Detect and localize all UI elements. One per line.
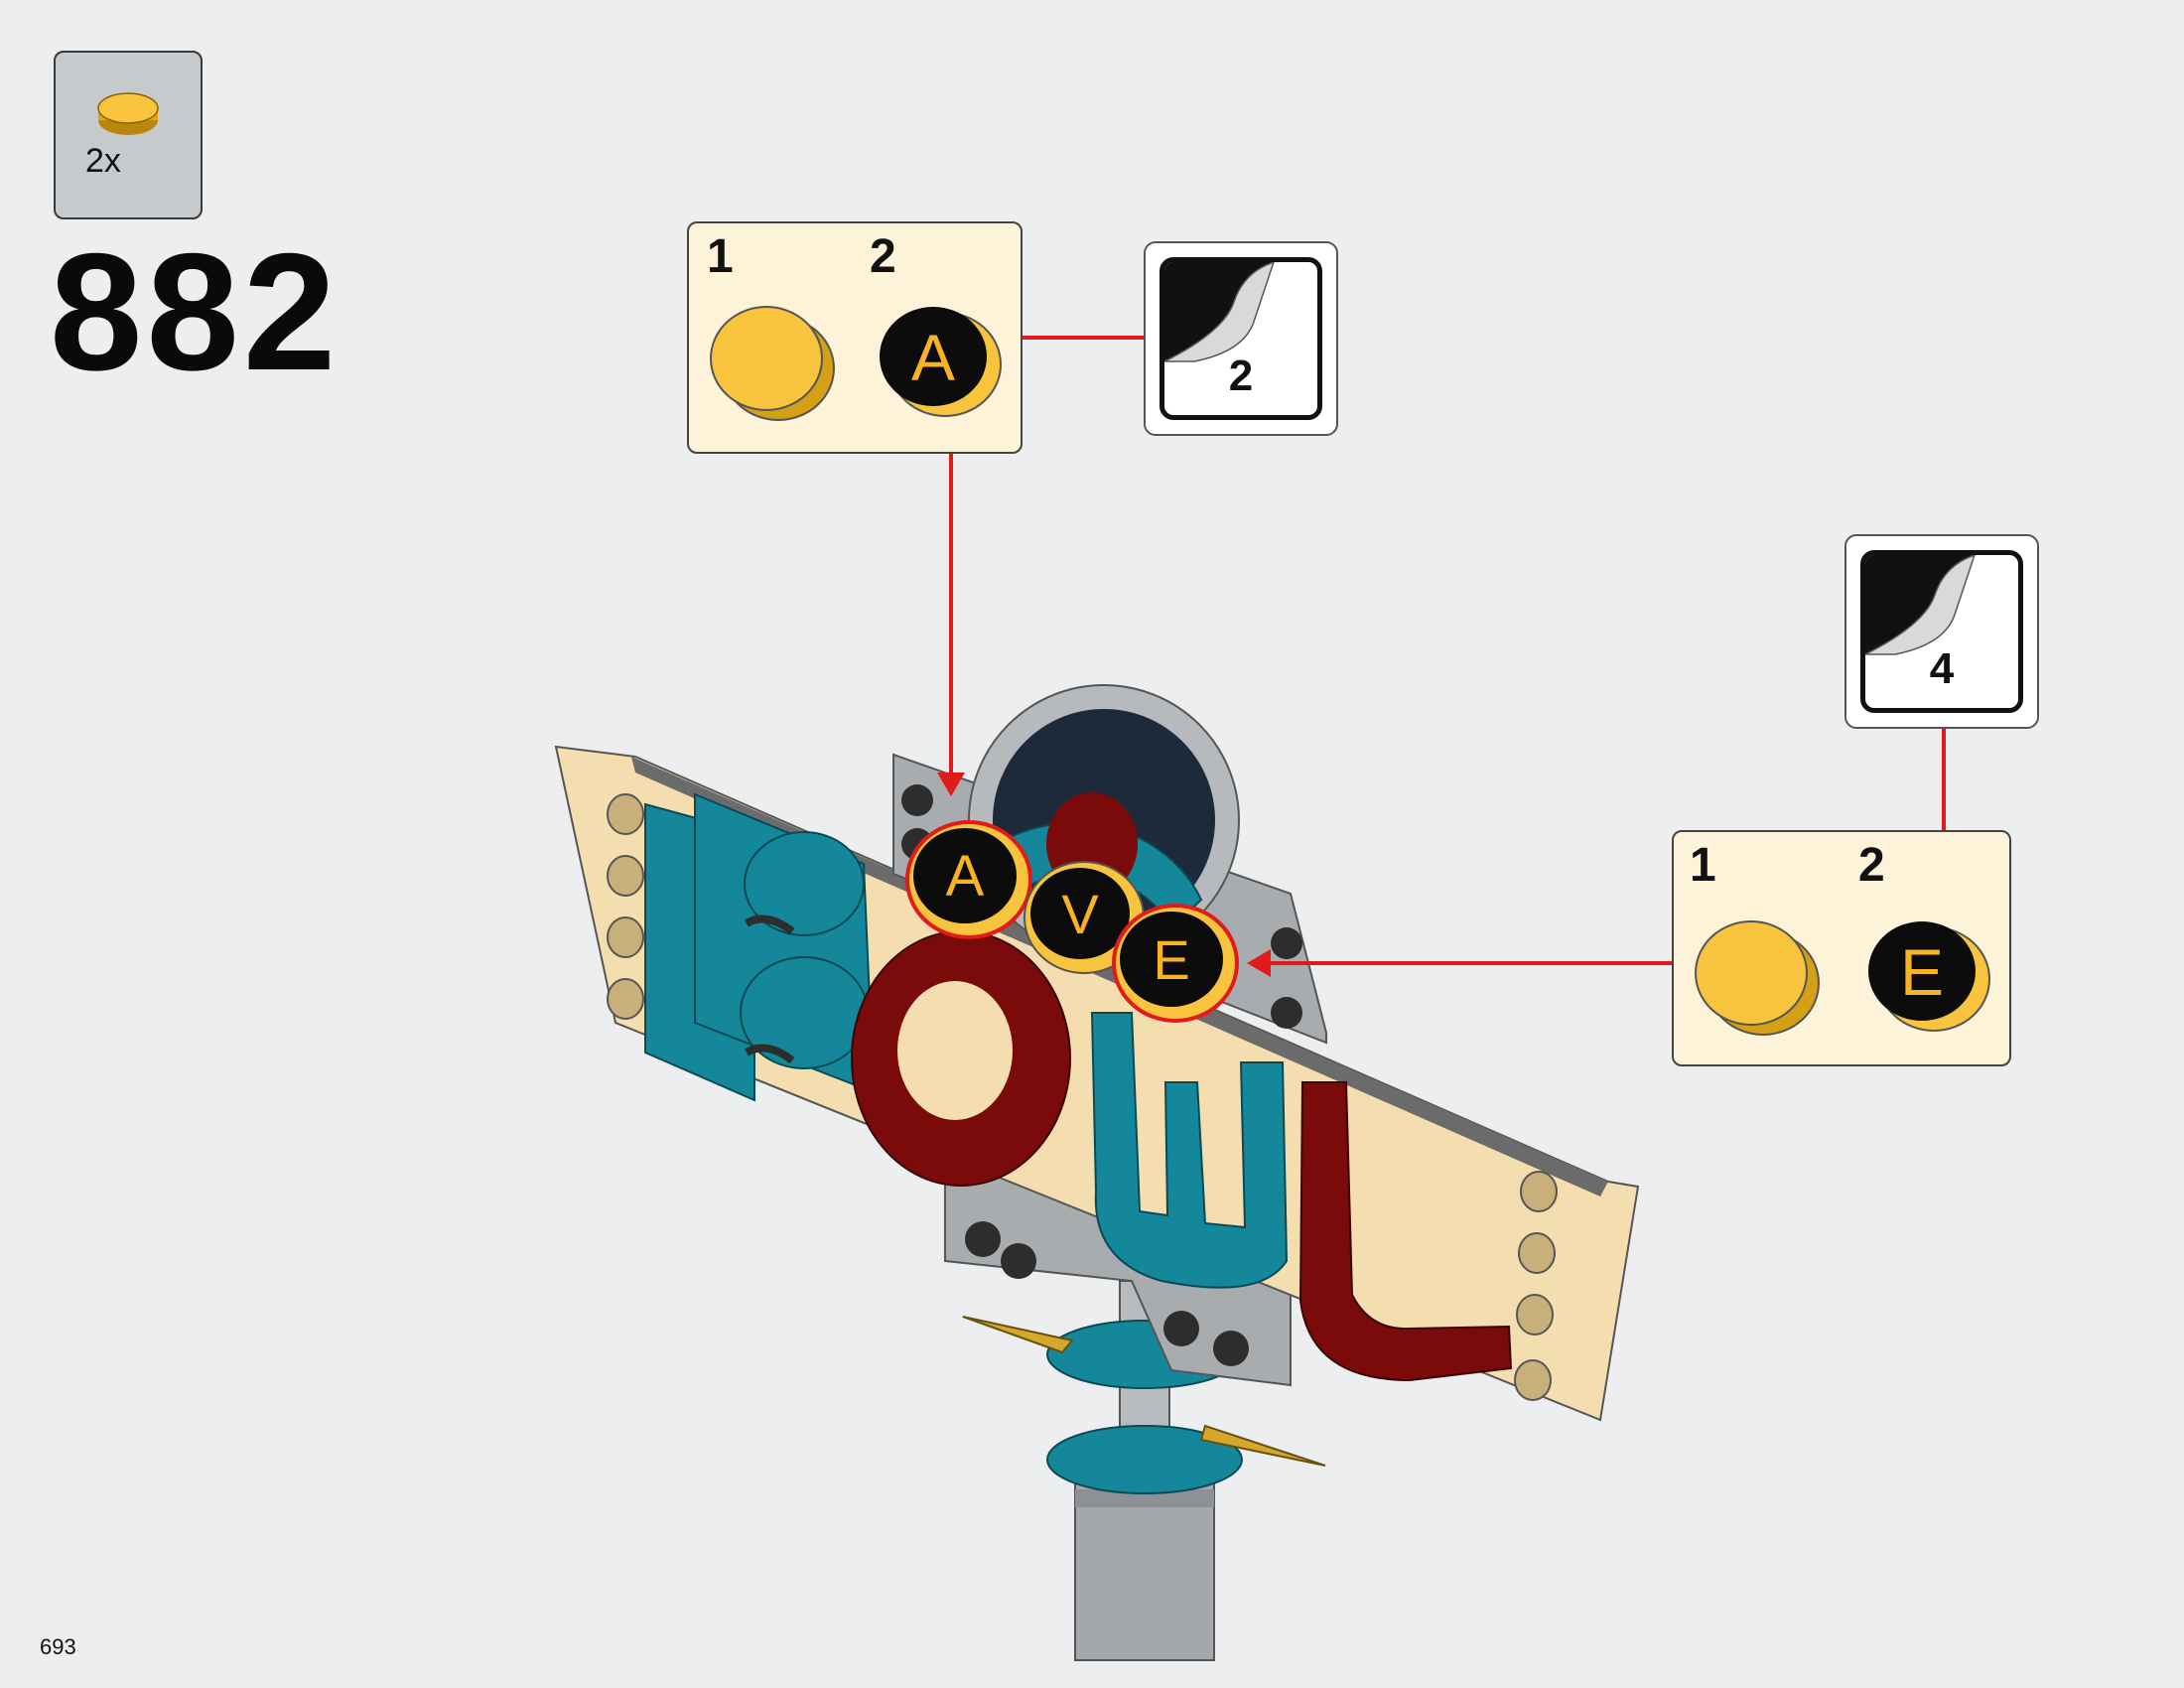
placed-letter-a: A: [946, 844, 985, 909]
callout-a-label-2: 2: [870, 230, 896, 283]
placed-letter-e: E: [1153, 928, 1189, 991]
letter-w: [1090, 1012, 1289, 1289]
part-quantity: 2x: [85, 142, 121, 180]
page-number: 693: [40, 1634, 76, 1659]
step-number: 882: [50, 218, 341, 405]
yellow-round-tile-icon: [710, 306, 835, 421]
callout-a-letter: A: [911, 321, 955, 394]
sign-pole: [962, 1280, 1326, 1661]
sticker-sheet-2: 2: [1144, 241, 1338, 436]
arrow-down-icon: [937, 773, 965, 796]
svg-text:V: V: [1061, 883, 1099, 945]
placed-tile-v: V: [1024, 861, 1145, 974]
letter-tile-a-icon: A: [880, 307, 1002, 417]
yellow-round-tile-icon: [1695, 920, 1820, 1036]
arrow-left-icon: [1247, 949, 1271, 977]
letter-tile-e-icon: E: [1868, 921, 1990, 1032]
sticker-sheet-4: 4: [1844, 534, 2039, 729]
sticker-peel-icon: [1865, 555, 1976, 655]
letter-b: [644, 792, 876, 1102]
parts-list-box: 2x: [54, 51, 203, 219]
placed-tile-e: E: [1112, 904, 1239, 1023]
callout-a: 1 2 A: [687, 221, 1023, 454]
callout-e-label-2: 2: [1858, 839, 1885, 892]
letter-l: [1298, 1081, 1513, 1382]
callout-e-letter: E: [1900, 935, 1944, 1009]
callout-e-label-1: 1: [1690, 839, 1716, 892]
sticker-number-4: 4: [1929, 644, 1955, 693]
sticker-peel-icon: [1164, 262, 1275, 362]
callout-a-label-1: 1: [707, 230, 734, 283]
callout-e: 1 2 E: [1672, 830, 2011, 1066]
placed-tile-a: A: [905, 820, 1032, 939]
sticker-number-2: 2: [1228, 352, 1254, 400]
letter-o: [851, 930, 1071, 1187]
yellow-round-tile-icon: [97, 92, 159, 135]
